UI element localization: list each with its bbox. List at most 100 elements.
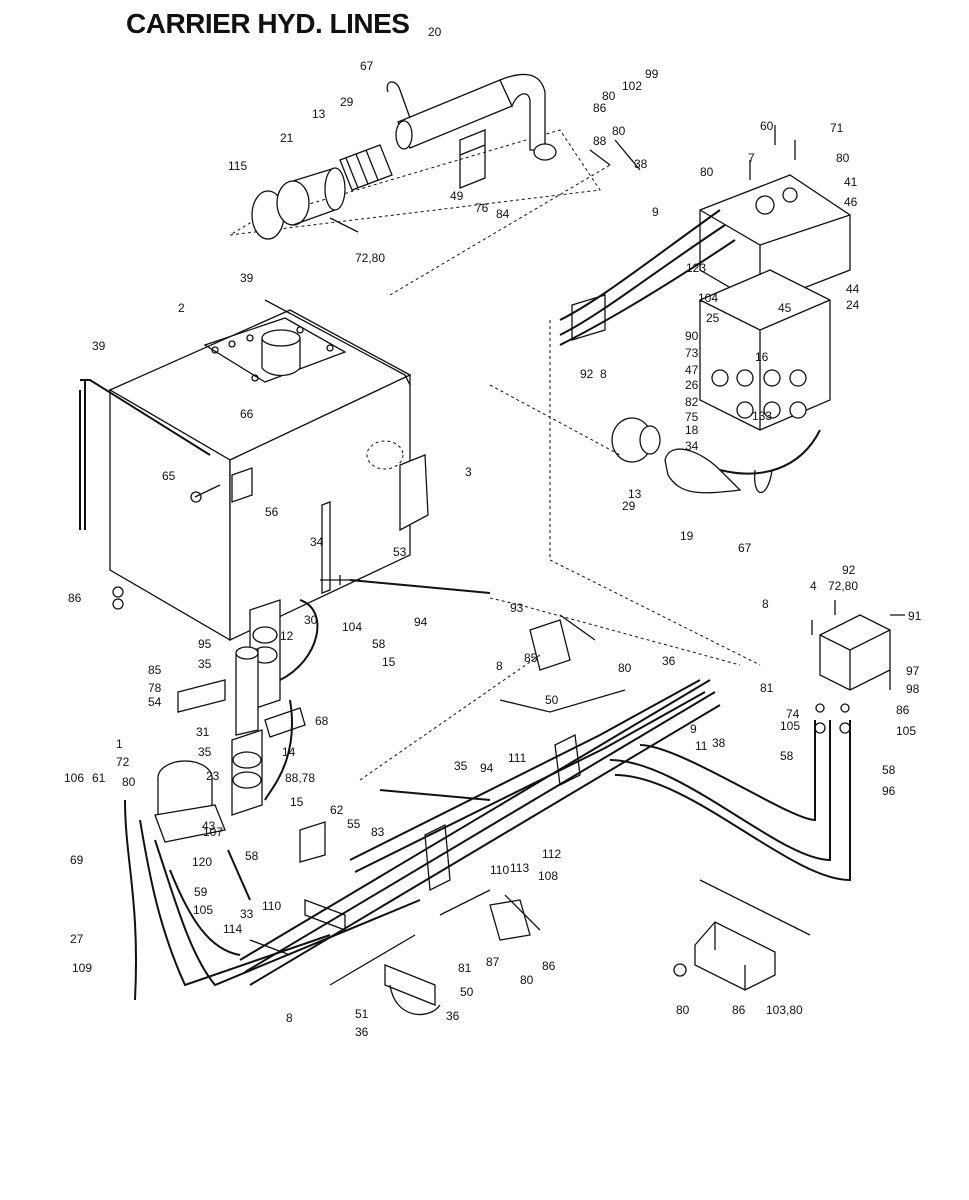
callout-label: 80: [520, 973, 534, 987]
callout-label: 41: [844, 175, 858, 189]
callout-label: 81: [458, 961, 472, 975]
callout-label: 39: [92, 339, 106, 353]
callout-label: 107: [203, 825, 223, 839]
callout-label: 87: [486, 955, 500, 969]
callout-label: 80: [700, 165, 714, 179]
callout-label: 34: [685, 439, 699, 453]
callout-label: 43: [202, 819, 216, 833]
callout-label: 8: [600, 367, 607, 381]
callout-label: 81: [760, 681, 774, 695]
callout-label: 104: [342, 620, 362, 634]
callout-label: 20: [428, 25, 442, 39]
callout-label: 86: [896, 703, 910, 717]
callout-label: 26: [685, 378, 699, 392]
callout-label: 53: [393, 545, 407, 559]
callout-label: 65: [162, 469, 176, 483]
callout-label: 106: [64, 771, 84, 785]
control-valve-block: [389, 125, 851, 666]
callout-label: 85: [524, 651, 538, 665]
callout-label: 120: [192, 855, 212, 869]
callout-label: 11: [695, 739, 708, 753]
callout-label: 105: [780, 719, 800, 733]
callout-label: 92: [842, 563, 856, 577]
callout-label: 1: [116, 737, 123, 751]
callout-label: 86: [593, 101, 607, 115]
callout-label: 58: [780, 749, 794, 763]
callout-label: 54: [148, 695, 162, 709]
callout-label: 19: [680, 529, 694, 543]
callout-label: 50: [545, 693, 559, 707]
callout-label: 123: [686, 261, 706, 275]
callout-label: 112: [542, 847, 561, 861]
callout-label: 59: [194, 885, 208, 899]
callout-label: 30: [304, 613, 318, 627]
callout-label: 15: [382, 655, 396, 669]
callout-label: 29: [622, 499, 636, 513]
callout-label: 61: [92, 771, 106, 785]
callout-label: 71: [830, 121, 844, 135]
callout-label: 60: [760, 119, 774, 133]
callout-label: 110: [262, 899, 281, 913]
callout-label: 58: [245, 849, 259, 863]
callout-label: 92: [580, 367, 594, 381]
callout-label: 2: [178, 301, 185, 315]
callout-label: 27: [70, 932, 84, 946]
callout-label: 115: [228, 159, 247, 173]
callout-label: 133: [752, 409, 772, 423]
callout-label: 45: [778, 301, 792, 315]
callout-label: 31: [196, 725, 210, 739]
callout-label: 62: [330, 803, 344, 817]
callout-label: 72,80: [355, 251, 385, 265]
callout-label: 72,80: [828, 579, 858, 593]
callout-label: 80: [122, 775, 136, 789]
callout-label: 35: [198, 657, 212, 671]
callout-label: 12: [280, 629, 294, 643]
callout-label: 68: [315, 714, 329, 728]
callout-label: 25: [706, 311, 720, 325]
callout-label: 35: [454, 759, 468, 773]
callout-label: 47: [685, 363, 699, 377]
callout-label: 95: [198, 637, 212, 651]
callout-label: 55: [347, 817, 361, 831]
callout-label: 105: [193, 903, 213, 917]
callout-label: 8: [762, 597, 769, 611]
auxiliary-valve: [811, 600, 905, 734]
hydraulic-tank: [79, 299, 429, 642]
callout-label: 44: [846, 282, 860, 296]
callout-label: 105: [896, 724, 916, 738]
callout-label: 23: [206, 769, 220, 783]
callout-label: 88: [593, 134, 607, 148]
callout-label: 13: [628, 487, 642, 501]
callout-label: 72: [116, 755, 130, 769]
callout-label: 88,78: [285, 771, 315, 785]
callout-label: 85: [148, 663, 162, 677]
callout-label: 86: [542, 959, 556, 973]
callout-label: 91: [908, 609, 922, 623]
callout-label: 97: [906, 664, 920, 678]
callout-label: 99: [645, 67, 659, 81]
diagram-title: CARRIER HYD. LINES: [126, 8, 410, 39]
callout-label: 80: [602, 89, 616, 103]
callout-label: 94: [414, 615, 428, 629]
callout-label: 51: [355, 1007, 369, 1021]
callout-label: 15: [290, 795, 304, 809]
callout-label: 8: [286, 1011, 293, 1025]
callout-label: 9: [690, 722, 697, 736]
callout-label: 86: [68, 591, 82, 605]
callout-label: 73: [685, 346, 699, 360]
callout-label: 109: [72, 961, 92, 975]
callout-label: 21: [280, 131, 294, 145]
callout-label: 58: [372, 637, 386, 651]
callout-label: 114: [223, 922, 242, 936]
callout-label: 56: [265, 505, 279, 519]
callout-label: 67: [738, 541, 752, 555]
callout-label: 24: [846, 298, 860, 312]
callout-label: 80: [836, 151, 850, 165]
callout-label: 50: [460, 985, 474, 999]
callout-label: 80: [618, 661, 632, 675]
callout-label: 96: [882, 784, 896, 798]
callout-label: 8: [496, 659, 503, 673]
